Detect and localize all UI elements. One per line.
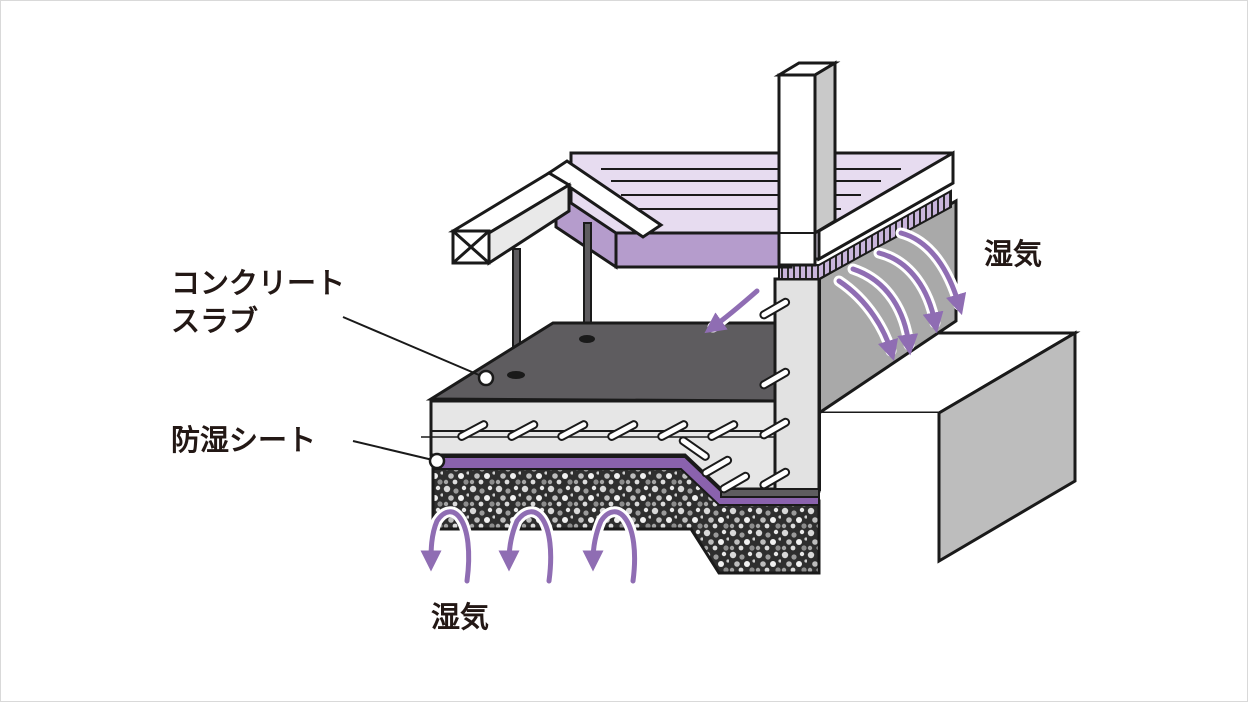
moisture-arrow-icon [704, 227, 967, 362]
moisture-arrow-icon [420, 506, 641, 587]
floor-beam [448, 171, 572, 266]
vertical-column [773, 60, 841, 267]
leader-lines [342, 316, 495, 470]
concrete-slab [421, 321, 820, 498]
foundation-wall [773, 198, 958, 493]
label-moisture-proof-sheet: 防湿シート [171, 423, 317, 457]
vent-strip [778, 189, 952, 280]
label-moisture-right: 湿気 [984, 237, 1043, 271]
label-concrete-slab-line1: コンクリート [171, 266, 346, 300]
rebar-icon [457, 297, 791, 494]
label-concrete-slab-line2: スラブ [171, 304, 259, 338]
label-moisture-bottom: 湿気 [431, 600, 490, 634]
